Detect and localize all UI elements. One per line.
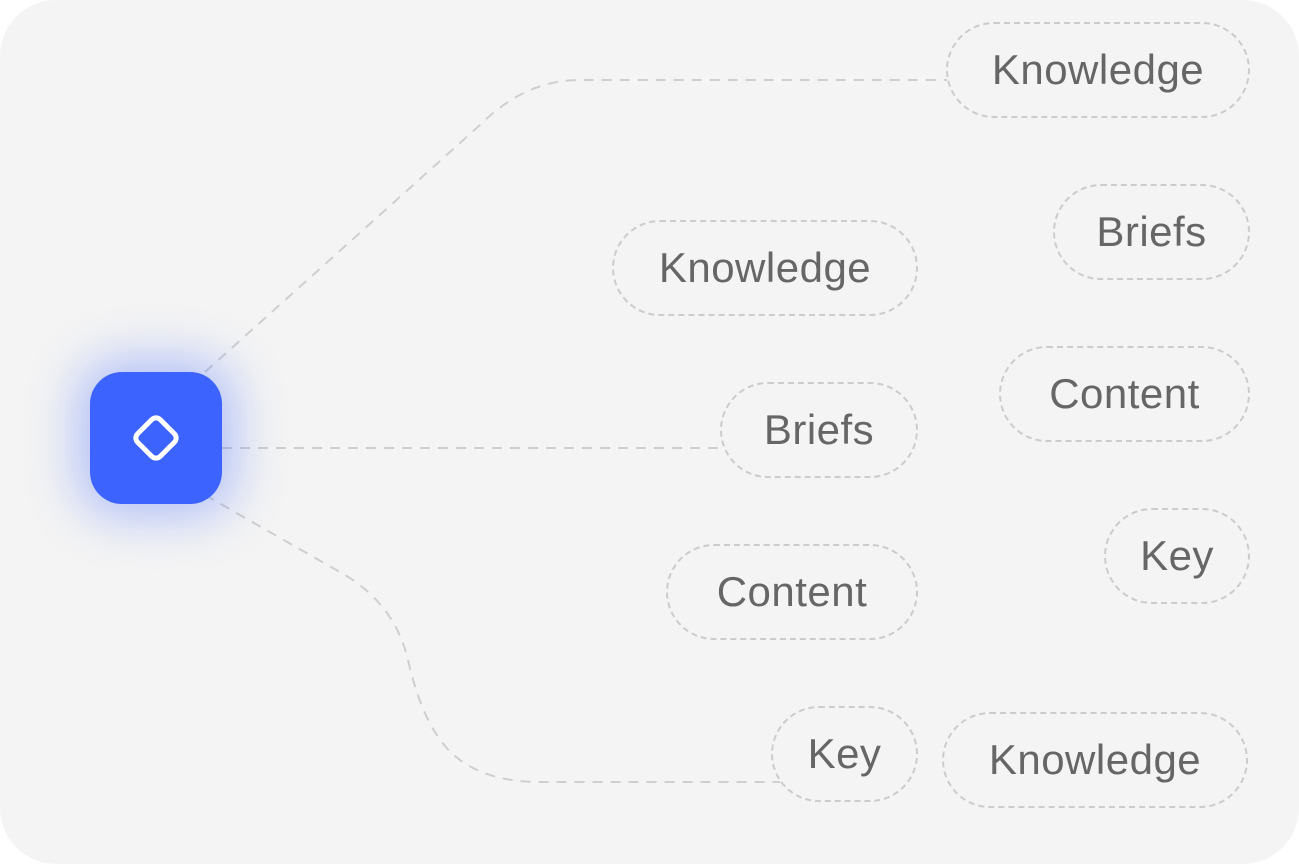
tag-knowledge-middle[interactable]: Knowledge (612, 220, 918, 316)
hub-node[interactable] (90, 372, 222, 504)
tag-briefs-right[interactable]: Briefs (1053, 184, 1250, 280)
tag-briefs-center[interactable]: Briefs (720, 382, 918, 478)
tag-content-center[interactable]: Content (666, 544, 918, 640)
tag-content-right[interactable]: Content (999, 346, 1250, 442)
connector-top (204, 79, 948, 373)
tag-key-bottom[interactable]: Key (771, 706, 918, 802)
diamond-icon (133, 415, 179, 461)
tag-knowledge-top[interactable]: Knowledge (946, 22, 1250, 118)
tag-knowledge-bottom[interactable]: Knowledge (942, 712, 1248, 808)
connector-bottom (204, 494, 790, 783)
tag-key-right[interactable]: Key (1104, 508, 1250, 604)
